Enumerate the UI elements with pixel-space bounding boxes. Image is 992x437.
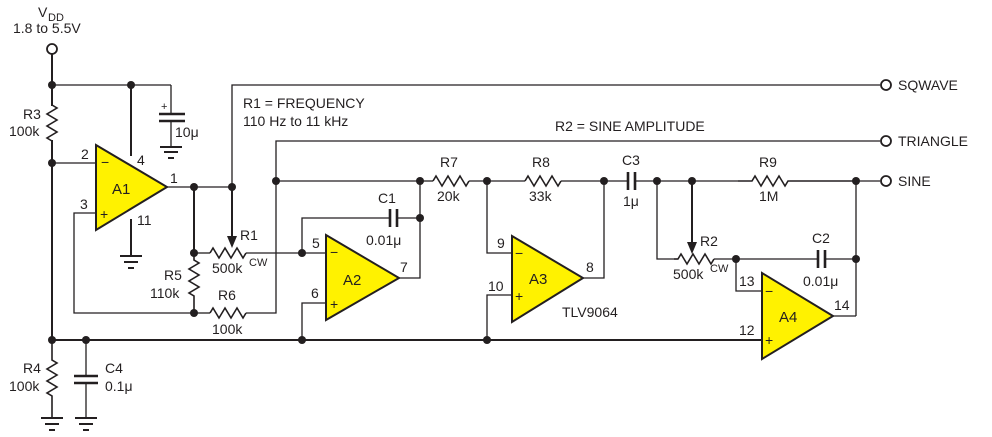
resistor-r5: R5 110k [150,253,201,313]
resistor-r7: R7 20k [420,154,487,204]
resistor-r6: R6 100k [194,181,277,337]
opamp-a1: A1 − + 2 3 1 4 11 [52,143,196,314]
a2-minus: − [330,244,338,260]
resistor-r9: R9 1M [738,154,856,204]
bypass-capacitor: + 10μ [159,101,199,159]
capacitor-c2: C2 0.01μ [736,230,856,289]
r9-value: 1M [759,188,778,204]
r2-note: R2 = SINE AMPLITUDE [555,118,705,134]
sine-label: SINE [898,173,931,189]
r4-name: R4 [23,360,41,376]
r9-name: R9 [759,154,777,170]
vdd-label: V [38,4,48,20]
c4-name: C4 [105,360,123,376]
sqwave-terminal[interactable] [880,79,892,91]
r1-note-line2: 110 Hz to 11 kHz [243,113,348,129]
bypass-polarity: + [161,101,167,113]
triangle-label: TRIANGLE [898,133,968,149]
a1-pin3: 3 [80,196,88,212]
c2-name: C2 [812,230,830,246]
opamp-a3: A3 − + 9 10 8 TLV9064 [486,181,618,340]
a1-pin4: 4 [137,152,145,168]
a1-label: A1 [112,181,130,198]
r1-note-line1: R1 = FREQUENCY [243,95,365,111]
a1-pin1: 1 [170,170,178,186]
r8-name: R8 [532,154,550,170]
part-number: TLV9064 [562,304,618,320]
r6-name: R6 [218,287,236,303]
a1-pin11: 11 [137,212,152,228]
a2-pin6: 6 [311,285,319,301]
a3-pin9: 9 [497,235,505,251]
r4-value: 100k [9,378,40,394]
opamp-a2: C1 0.01μ A2 − + 5 6 7 [298,181,424,340]
a4-pin14: 14 [834,297,850,313]
r7-name: R7 [440,154,458,170]
sqwave-label: SQWAVE [898,77,958,93]
r7-value: 20k [437,188,461,204]
potentiometer-r2[interactable]: R2 500k CW [656,180,736,282]
a4-plus: + [765,332,773,348]
r1-name: R1 [240,227,258,243]
vdd-range: 1.8 to 5.5V [13,20,81,36]
a4-minus: − [765,283,773,299]
r2-name: R2 [700,233,718,249]
c3-value: 1μ [623,193,639,209]
r5-name: R5 [164,267,182,283]
ground-icon [120,255,142,269]
a1-pin2: 2 [81,146,89,162]
r8-value: 33k [529,188,553,204]
resistor-r4: R4 100k [9,340,63,431]
opamp-a4: A4 − + 13 12 14 [486,259,856,361]
r3-value: 100k [9,123,40,139]
a1-minus: − [101,154,109,170]
capacitor-c4: C4 0.1μ [74,340,133,431]
r2-value: 500k [673,266,704,282]
a3-plus: + [515,288,523,304]
a2-pin7: 7 [400,259,408,275]
c3-name: C3 [622,152,640,168]
a2-pin5: 5 [312,235,320,251]
a3-minus: − [515,245,523,261]
potentiometer-r1[interactable]: R1 500k CW [194,186,302,276]
ground-icon [160,146,182,159]
a3-pin10: 10 [488,278,504,294]
c2-value: 0.01μ [803,273,838,289]
vdd-subscript: DD [48,12,64,24]
a2-plus: + [330,296,338,312]
vdd-terminal[interactable] [46,43,58,55]
a3-label: A3 [529,271,547,288]
vdd-supply: V DD 1.8 to 5.5V [13,4,172,156]
resistor-r3: R3 100k [9,84,59,341]
bypass-value: 10μ [175,124,199,140]
a4-pin12: 12 [739,322,755,338]
a4-label: A4 [779,309,797,326]
ground-icon [41,417,63,431]
r6-value: 100k [212,321,243,337]
r3-name: R3 [23,106,41,122]
a1-plus: + [100,206,108,222]
a4-pin13: 13 [739,273,755,289]
r5-value: 110k [150,285,180,301]
a2-label: A2 [343,272,361,289]
r2-cw: CW [710,263,729,275]
capacitor-c3: C3 1μ [604,152,657,209]
c1-name: C1 [378,190,396,206]
a3-pin8: 8 [586,259,594,275]
c4-value: 0.1μ [105,378,133,394]
sine-terminal[interactable] [880,175,892,187]
c1-value: 0.01μ [366,232,401,248]
r1-value: 500k [212,260,243,276]
triangle-terminal[interactable] [880,135,892,147]
r1-cw: CW [249,257,268,269]
resistor-r8: R8 33k [487,154,604,204]
ground-icon [75,417,97,431]
